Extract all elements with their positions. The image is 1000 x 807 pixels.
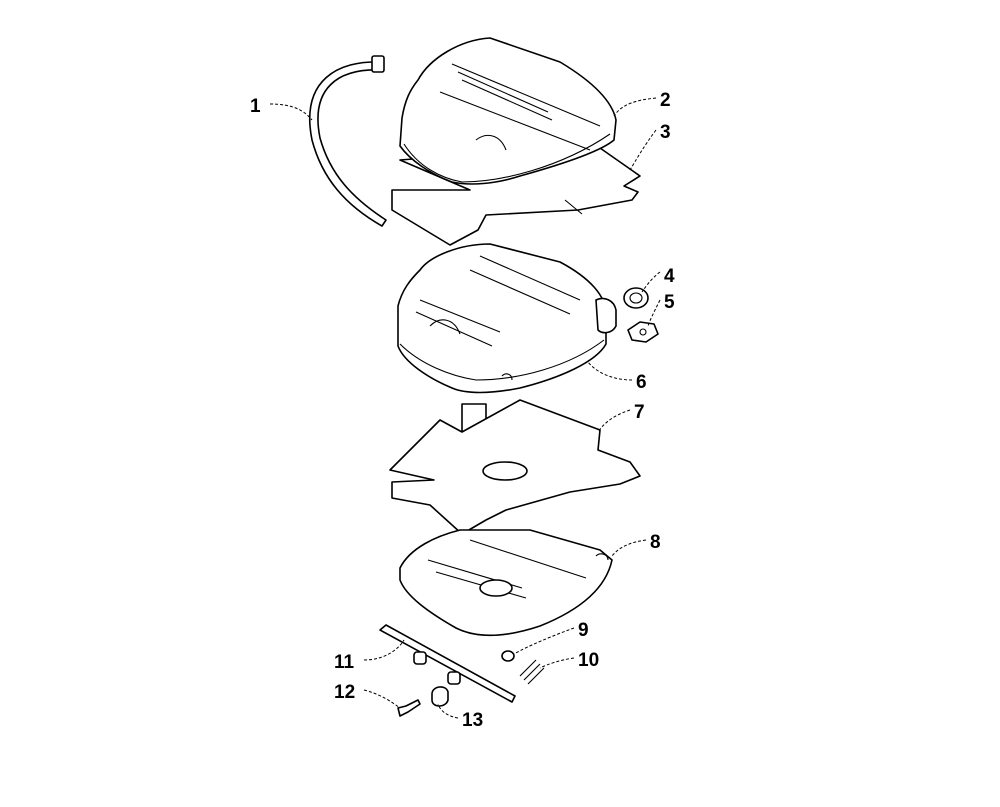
- part-10-spring: [519, 659, 545, 685]
- callout-8: 8: [650, 532, 661, 553]
- leader-1: [269, 103, 313, 121]
- leader-13: [437, 703, 459, 719]
- part-13-spacer: [431, 686, 449, 707]
- callout-5: 5: [664, 292, 675, 313]
- callout-4: 4: [664, 266, 675, 287]
- leader-2: [613, 97, 657, 117]
- leader-10: [539, 657, 575, 669]
- callout-7: 7: [634, 402, 645, 423]
- callout-6: 6: [636, 372, 647, 393]
- leader-7: [597, 409, 631, 433]
- callout-labels: 1 2 3 4 5 6 7 8 9 10 11 12 13: [250, 90, 675, 731]
- leader-8: [611, 539, 647, 557]
- part-5-gauge: [627, 321, 659, 343]
- part-2-top-cover: [399, 37, 617, 185]
- part-7-middle-pad: [389, 399, 641, 535]
- leader-5: [647, 299, 661, 327]
- leader-11: [363, 639, 405, 661]
- part-8-bottom-tray: [399, 529, 613, 637]
- leader-4: [641, 271, 661, 293]
- leader-12: [363, 689, 401, 709]
- callout-12: 12: [334, 682, 355, 703]
- leader-3: [629, 129, 657, 171]
- callout-13: 13: [462, 710, 483, 731]
- leader-lines: [269, 97, 661, 719]
- callout-11: 11: [334, 652, 355, 673]
- part-11-bracket: [379, 624, 516, 703]
- callout-10: 10: [578, 650, 599, 671]
- callout-1: 1: [250, 96, 261, 117]
- part-4-cap: [623, 287, 649, 309]
- leader-6: [587, 361, 633, 381]
- callout-2: 2: [660, 90, 671, 111]
- part-12-bolt: [397, 699, 421, 717]
- part-6-tank-body: [397, 243, 617, 394]
- callout-3: 3: [660, 122, 671, 143]
- part-9-washer: [501, 650, 515, 662]
- callout-9: 9: [578, 620, 589, 641]
- leader-9: [513, 627, 575, 655]
- part-1-strap: [309, 55, 387, 227]
